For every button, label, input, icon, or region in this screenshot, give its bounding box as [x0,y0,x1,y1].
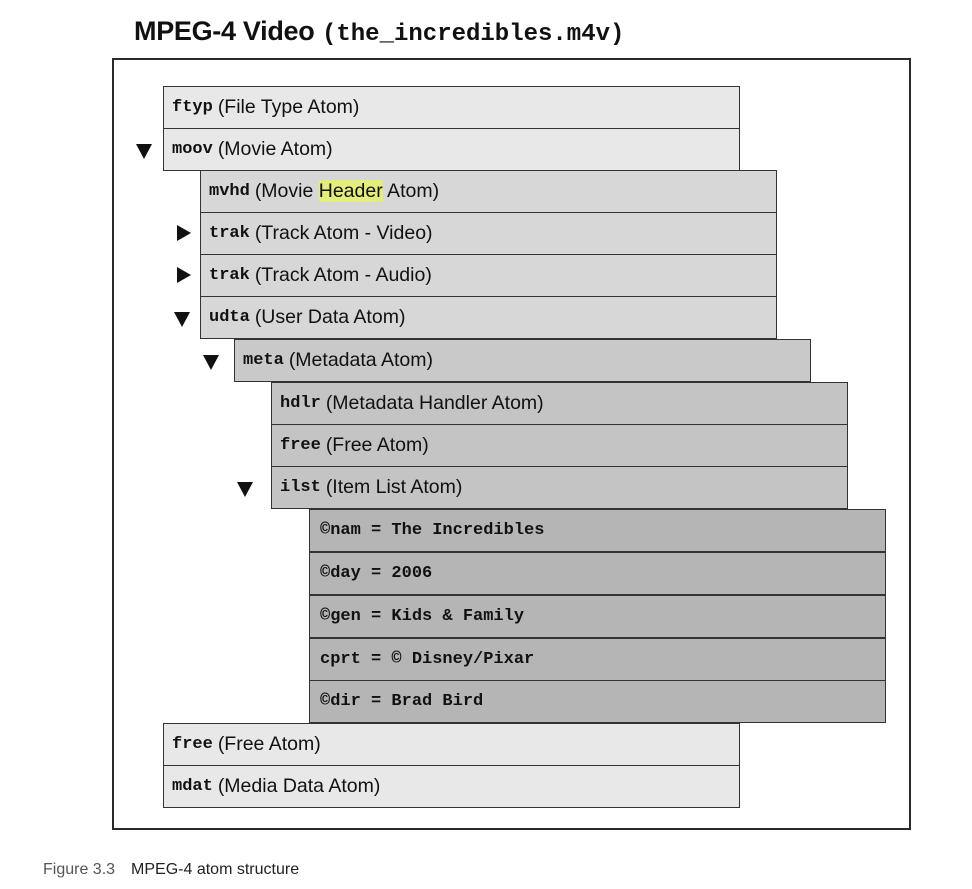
item-entry: ©day = 2006 [320,564,433,583]
trak-audio-collapsed-triangle-icon[interactable] [177,267,191,283]
atom-meta: meta (Metadata Atom) [234,339,811,382]
highlighted-word: Header [318,180,383,202]
ilst-item: ©nam = The Incredibles [309,509,886,552]
ilst-item: ©dir = Brad Bird [309,680,886,723]
atom-code: meta [243,351,284,370]
atom-description: (Metadata Handler Atom) [325,392,544,414]
ilst-item: ©day = 2006 [309,552,886,595]
item-entry: ©nam = The Incredibles [320,521,545,540]
udta-expanded-triangle-icon[interactable] [174,312,190,327]
title-main: MPEG-4 Video [134,16,315,46]
atom-code: free [172,735,213,754]
atom-description: (Track Atom - Audio) [254,264,432,286]
atom-hdlr: hdlr (Metadata Handler Atom) [271,382,848,425]
atom-ftyp: ftyp (File Type Atom) [163,86,740,129]
figure-number: Figure 3.3 [43,861,116,878]
ilst-expanded-triangle-icon[interactable] [237,482,253,497]
title-filename: (the_incredibles.m4v) [321,21,625,48]
atom-description: (User Data Atom) [254,306,406,328]
atom-code: mdat [172,777,213,796]
atom-ilst: ilst (Item List Atom) [271,466,848,509]
atom-description: (Item List Atom) [325,476,463,498]
atom-structure-frame [112,58,911,830]
atom-description: (Metadata Atom) [288,349,433,371]
item-entry: cprt = © Disney/Pixar [320,650,535,669]
atom-code: hdlr [280,394,321,413]
caption-text: MPEG-4 atom structure [131,861,300,878]
atom-code: ilst [280,478,321,497]
figure-caption: Figure 3.3 MPEG-4 atom structure [43,861,299,879]
atom-code: moov [172,140,213,159]
atom-code: ftyp [172,98,213,117]
atom-code: mvhd [209,182,250,201]
atom-description: (Movie Header Atom) [255,180,439,203]
atom-code: trak [209,224,250,243]
atom-free-outer: free (Free Atom) [163,723,740,766]
atom-description: (Free Atom) [217,733,321,755]
atom-code: udta [209,308,250,327]
moov-expanded-triangle-icon[interactable] [136,144,152,159]
atom-moov: moov (Movie Atom) [163,128,740,171]
atom-trak-video: trak (Track Atom - Video) [200,212,777,255]
atom-mdat: mdat (Media Data Atom) [163,765,740,808]
atom-description: (Track Atom - Video) [254,222,433,244]
atom-description: (Media Data Atom) [217,775,381,797]
item-entry: ©dir = Brad Bird [320,692,484,711]
ilst-item: ©gen = Kids & Family [309,595,886,638]
trak-video-collapsed-triangle-icon[interactable] [177,225,191,241]
atom-free-inner: free (Free Atom) [271,424,848,467]
atom-description: (Free Atom) [325,434,429,456]
desc-part: Atom) [382,180,440,202]
atom-trak-audio: trak (Track Atom - Audio) [200,254,777,297]
desc-part: (Movie [254,180,319,202]
item-entry: ©gen = Kids & Family [320,607,525,626]
atom-code: trak [209,266,250,285]
atom-mvhd: mvhd (Movie Header Atom) [200,170,777,213]
meta-expanded-triangle-icon[interactable] [203,355,219,370]
atom-description: (File Type Atom) [217,96,360,118]
atom-code: free [280,436,321,455]
diagram-title: MPEG-4 Video (the_incredibles.m4v) [134,14,624,52]
atom-description: (Movie Atom) [217,138,333,160]
atom-udta: udta (User Data Atom) [200,296,777,339]
ilst-item: cprt = © Disney/Pixar [309,638,886,681]
